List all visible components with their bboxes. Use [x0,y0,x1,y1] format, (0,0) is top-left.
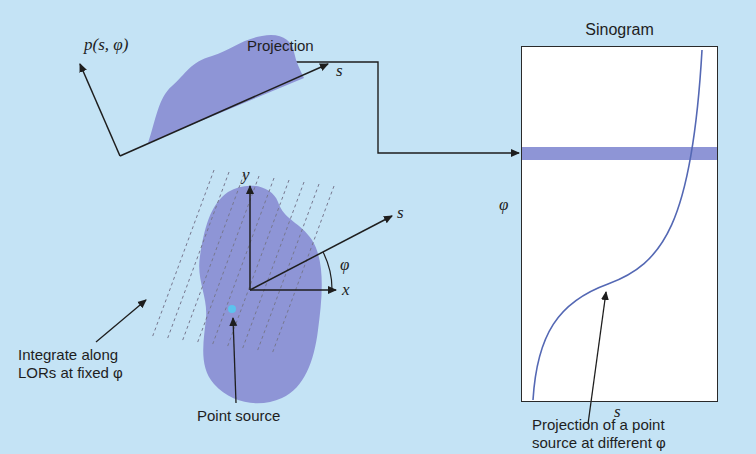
illustration-stroke [197,176,259,344]
axis-label: y [242,166,250,184]
illustration-stroke [249,186,251,290]
node-heading: Sinogram [522,21,717,39]
illustration-stroke [96,300,146,342]
illustration-stroke [521,46,718,402]
callout-text: Projection of a point source at differen… [532,416,702,452]
axis-label: s [336,62,343,80]
illustration-stroke [250,289,336,291]
illustration-stroke [533,50,702,400]
angle-label: φ [340,256,349,274]
illustration-stroke [521,147,718,160]
illustration-stroke [323,252,332,290]
illustration-stroke [250,216,392,290]
projection-label: Projection [247,37,314,55]
illustration-stroke [233,318,236,403]
illustration-stroke [80,64,120,156]
callout-text: Integrate along LORs at fixed φ [18,346,148,382]
illustration-stroke [272,186,334,354]
illustration-stroke [257,184,319,352]
illustration-stroke [120,64,328,156]
illustration-stroke [588,292,606,424]
illustration-stroke [152,170,214,338]
illustration-stroke [182,174,244,342]
illustration-stroke [152,170,334,354]
callout-text: Point source [197,407,280,425]
illustration-stroke [227,180,289,348]
axis-label: φ [499,196,508,214]
illustration-stroke [228,305,236,313]
illustration-stroke [167,172,229,340]
axis-label: s [397,204,404,222]
illustration-stroke [199,186,322,404]
sinogram-box: Sinogram [521,46,718,402]
axis-label: p(s, φ) [84,36,128,54]
illustration-stroke [212,178,274,346]
axis-label: x [342,281,350,299]
